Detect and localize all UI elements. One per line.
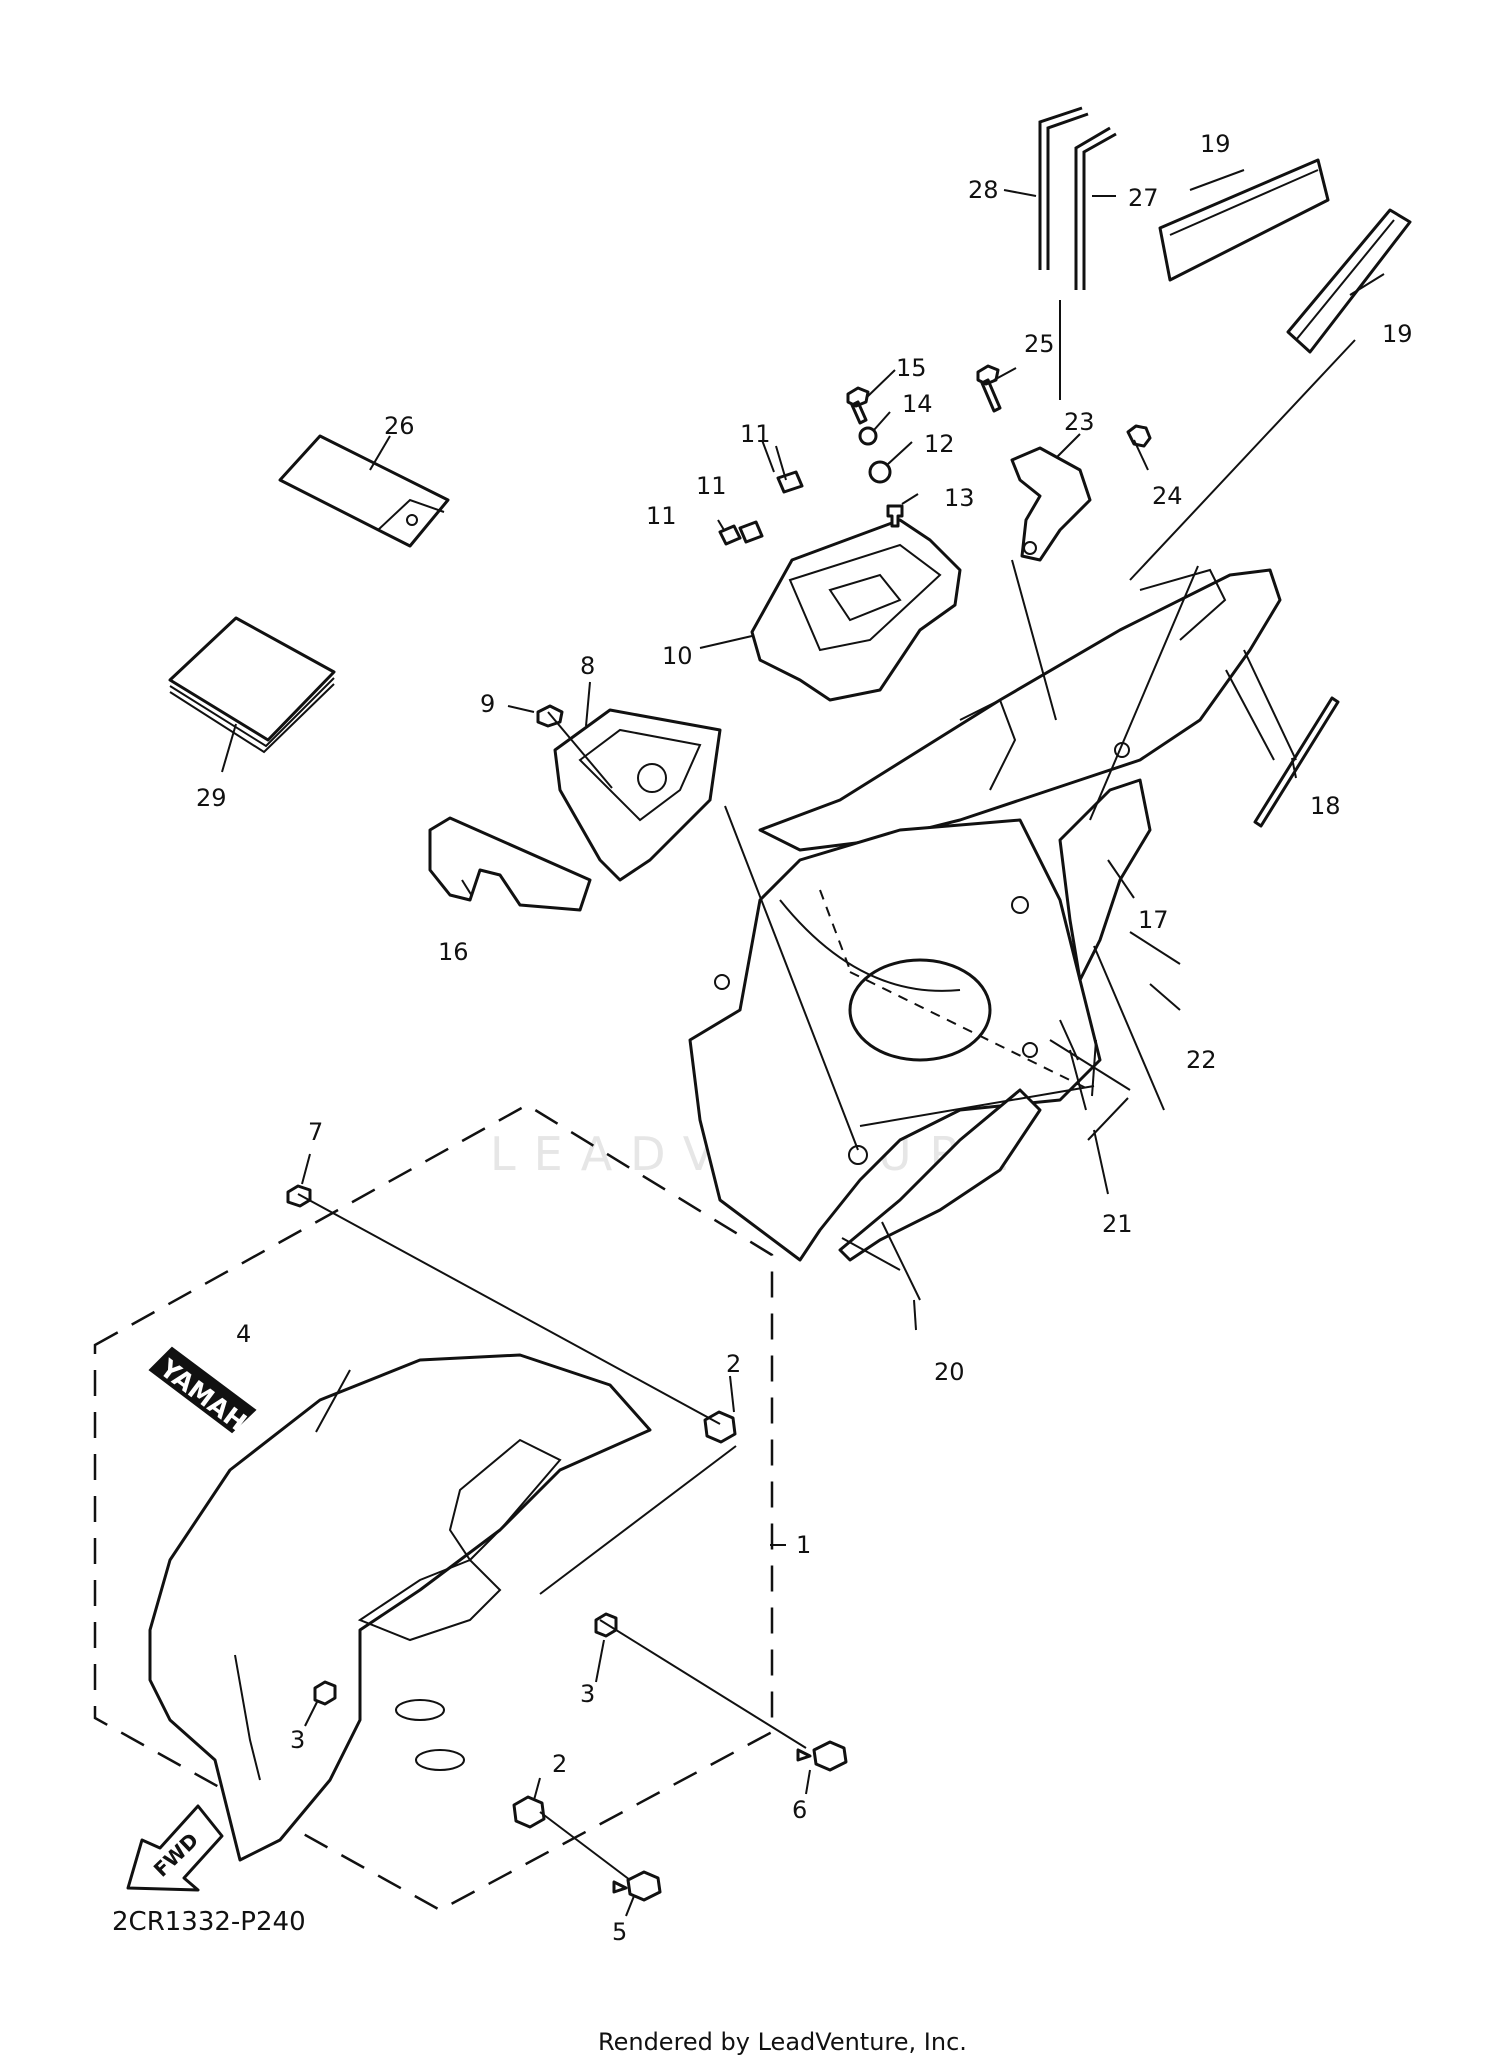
storage-tray-10 <box>750 518 962 702</box>
callout-19-top: 19 <box>1200 130 1231 158</box>
callout-13: 13 <box>944 484 975 512</box>
callout-22: 22 <box>1186 1046 1217 1074</box>
fwd-direction-arrow: FWD <box>126 1804 224 1892</box>
grommet-12 <box>868 460 892 484</box>
screw-25 <box>976 364 1002 413</box>
callout-19-right: 19 <box>1382 320 1413 348</box>
diagram-code: 2CR1332-P240 <box>112 1907 306 1937</box>
callout-11-left: 11 <box>646 502 677 530</box>
cover-16 <box>428 816 592 912</box>
callout-11-mid: 11 <box>696 472 727 500</box>
grommet-3-left <box>313 1680 337 1706</box>
clip-11-a <box>776 470 804 494</box>
callout-15: 15 <box>896 354 927 382</box>
callout-29: 29 <box>196 784 227 812</box>
wire-bars-27-28 <box>1038 106 1117 290</box>
callout-14: 14 <box>902 390 933 418</box>
callout-3-center: 3 <box>580 1680 595 1708</box>
pads-19 <box>1158 158 1412 354</box>
grommet-2-upper <box>703 1410 737 1444</box>
nut-24 <box>1126 424 1152 448</box>
callout-leaders <box>221 169 1385 1917</box>
callout-6: 6 <box>792 1796 807 1824</box>
yamaha-decal: YAMAHA <box>148 1346 268 1449</box>
rear-fender-assembly <box>688 568 1282 1262</box>
callout-8: 8 <box>580 652 595 680</box>
grommet-2-lower <box>512 1795 546 1829</box>
callout-4: 4 <box>236 1320 251 1348</box>
callout-1: 1 <box>796 1531 811 1559</box>
callout-27: 27 <box>1128 184 1159 212</box>
callout-16: 16 <box>438 938 469 966</box>
callout-7: 7 <box>308 1118 323 1146</box>
bolt-15 <box>846 386 870 425</box>
callout-28: 28 <box>968 176 999 204</box>
callout-20: 20 <box>934 1358 965 1386</box>
bracket-23 <box>1010 446 1092 562</box>
grommet-3-center <box>594 1612 618 1638</box>
callout-labels: 1 2 2 3 3 4 5 6 7 8 9 10 11 11 11 12 13 … <box>196 130 1413 1946</box>
trim-strip-18 <box>1253 696 1340 828</box>
callout-25: 25 <box>1024 330 1055 358</box>
callout-3-left: 3 <box>290 1726 305 1754</box>
holder-8 <box>553 708 722 882</box>
collar-13 <box>886 504 904 528</box>
callout-26: 26 <box>384 412 415 440</box>
callout-21: 21 <box>1102 1210 1133 1238</box>
bolt-6 <box>796 1740 848 1772</box>
clip-11-c <box>738 520 764 544</box>
front-fender-4 <box>148 1353 652 1862</box>
callout-23: 23 <box>1064 408 1095 436</box>
plate-26 <box>278 434 450 548</box>
callout-18: 18 <box>1310 792 1341 820</box>
callout-12: 12 <box>924 430 955 458</box>
yamaha-decal-text: YAMAHA <box>154 1353 268 1449</box>
bolt-5 <box>612 1870 662 1902</box>
callout-2-upper: 2 <box>726 1350 741 1378</box>
callout-5: 5 <box>612 1918 627 1946</box>
callout-10: 10 <box>662 642 693 670</box>
footer-credit: Rendered by LeadVenture, Inc. <box>598 2028 967 2056</box>
washer-14 <box>858 426 878 446</box>
clip-11-b <box>718 524 742 546</box>
callout-17: 17 <box>1138 906 1169 934</box>
callout-9: 9 <box>480 690 495 718</box>
washer-7 <box>286 1184 312 1208</box>
callout-24: 24 <box>1152 482 1183 510</box>
callout-2-lower: 2 <box>552 1750 567 1778</box>
callout-11-top: 11 <box>740 420 771 448</box>
manual-29 <box>168 616 336 754</box>
front-fender-assembly-boundary <box>93 1103 774 1912</box>
